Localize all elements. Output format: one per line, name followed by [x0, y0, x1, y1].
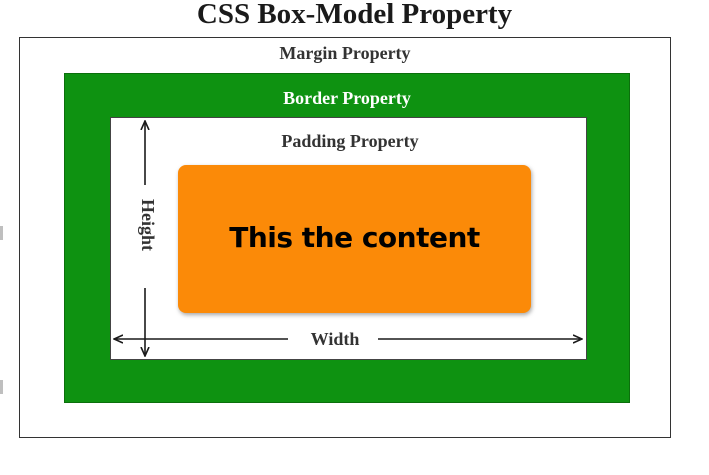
height-label: Height	[138, 199, 158, 251]
padding-label: Padding Property	[281, 131, 419, 151]
margin-label: Margin Property	[279, 43, 411, 63]
edge-mark	[0, 380, 3, 394]
content-box	[178, 165, 531, 313]
width-label: Width	[310, 329, 360, 349]
edge-mark	[0, 226, 3, 240]
border-label: Border Property	[283, 88, 411, 108]
diagram-title: CSS Box-Model Property	[196, 0, 513, 30]
content-label: This the content	[229, 221, 480, 254]
